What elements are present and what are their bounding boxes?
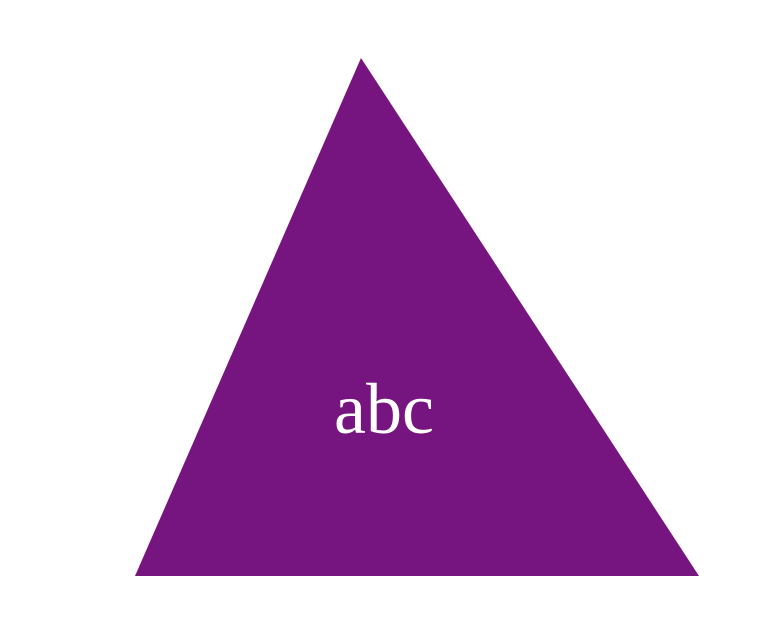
triangle-label: abc [334, 369, 434, 449]
triangle-shape[interactable] [135, 58, 699, 576]
